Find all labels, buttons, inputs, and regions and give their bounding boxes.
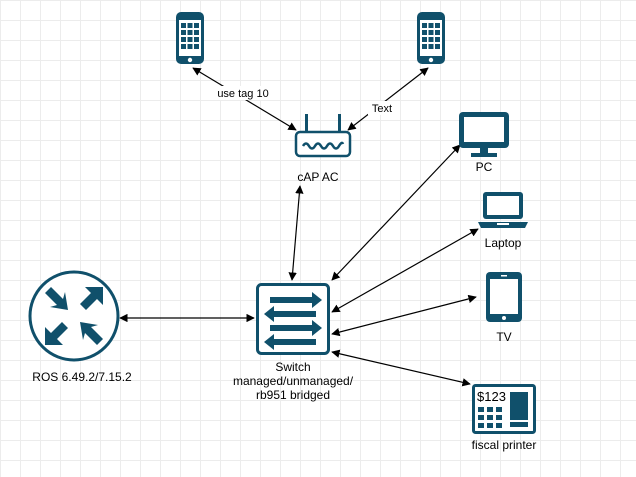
edge-cap-switch[interactable] xyxy=(288,185,304,281)
edge-switch-tv[interactable] xyxy=(331,294,477,337)
printer-label: fiscal printer xyxy=(472,438,537,452)
pc-label: PC xyxy=(476,160,493,174)
cap-label: cAP AC xyxy=(297,170,338,184)
router-icon[interactable] xyxy=(28,270,120,362)
edge-switch-laptop[interactable] xyxy=(331,228,479,313)
laptop-icon[interactable] xyxy=(478,192,528,228)
tv-label: TV xyxy=(496,330,511,344)
pos-screen-text: $123 xyxy=(477,389,506,404)
edge-switch-pc[interactable] xyxy=(331,144,461,281)
switch-label-line-1: Switch xyxy=(275,360,310,374)
edge-label-use-tag-text: use tag 10 xyxy=(217,88,268,100)
switch-label-line-3: rb951 bridged xyxy=(256,388,330,402)
edge-phone-right-cap[interactable] xyxy=(347,67,429,131)
tablet-icon[interactable] xyxy=(486,272,522,322)
edge-label-text: Text xyxy=(368,101,396,115)
switch-icon[interactable] xyxy=(256,283,330,355)
edge-label-text-text: Text xyxy=(372,103,392,115)
phone-left-icon[interactable] xyxy=(176,12,204,64)
edges xyxy=(119,67,479,387)
pc-monitor-icon[interactable] xyxy=(459,112,509,157)
switch-label-line-2: managed/unmanaged/ xyxy=(233,374,354,388)
phone-right-icon[interactable] xyxy=(417,12,445,64)
edge-label-use-tag: use tag 10 xyxy=(214,86,272,100)
pos-terminal-icon[interactable]: $123 xyxy=(472,384,536,434)
edge-switch-printer[interactable] xyxy=(331,349,471,387)
access-point-icon[interactable] xyxy=(294,114,352,158)
router-label: ROS 6.49.2/7.15.2 xyxy=(32,370,132,384)
laptop-label: Laptop xyxy=(485,236,522,250)
